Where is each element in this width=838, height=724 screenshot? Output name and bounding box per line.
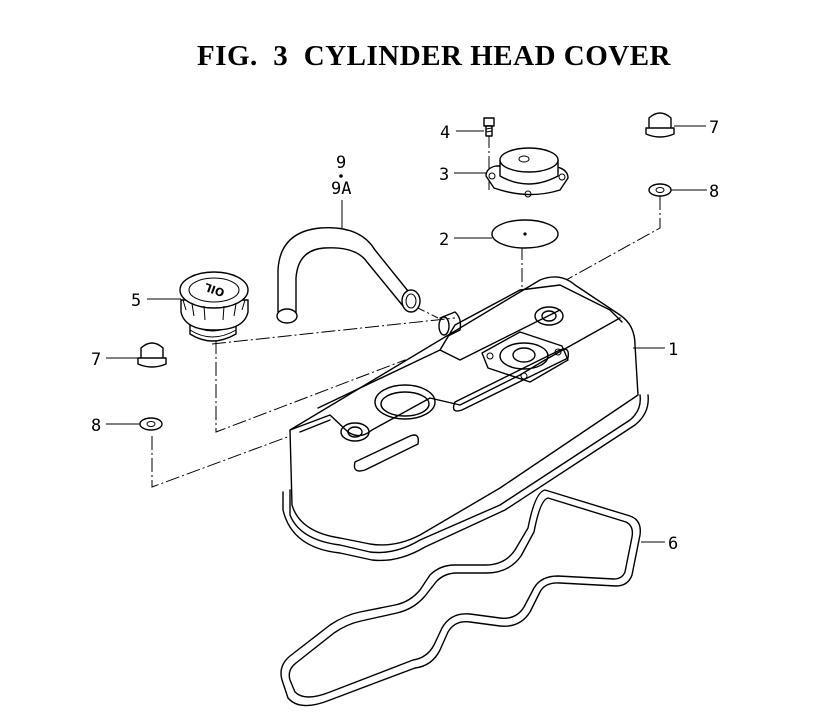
callout-part-8-left: 8 [91,416,101,436]
diaphragm-part-2 [491,219,559,249]
callout-part-3: 3 [439,165,449,185]
callout-part-5: 5 [131,291,141,311]
callout-part-8-right: 8 [709,182,719,202]
callout-part-9: 9 [336,153,346,173]
callout-part-6: 6 [668,534,678,554]
cap-nut-part-7-left [137,342,167,368]
callout-part-4: 4 [440,123,450,143]
callout-labels: 4 3 2 5 7 8 7 8 1 6 9 9A [91,118,719,554]
callout-part-7-right: 7 [709,118,719,138]
washer-part-8-left [139,417,163,431]
cylinder-head-cover-part-1 [282,276,649,562]
leader-lines [106,125,707,543]
washer-part-8-right [648,183,672,197]
breather-cover-part-3 [485,147,569,198]
callout-part-7-left: 7 [91,350,101,370]
oil-filler-cap-part-5: OIL [179,271,249,342]
callout-part-9a: 9A [331,179,351,199]
gasket-part-6 [280,489,641,707]
figure-title: FIG. 3 CYLINDER HEAD COVER [196,40,671,72]
callout-part-1: 1 [668,340,678,360]
screw-part-4 [483,117,495,137]
callout-part-2: 2 [439,230,449,250]
breather-hose-part-9 [276,226,421,324]
cap-nut-part-7-right [645,112,675,138]
